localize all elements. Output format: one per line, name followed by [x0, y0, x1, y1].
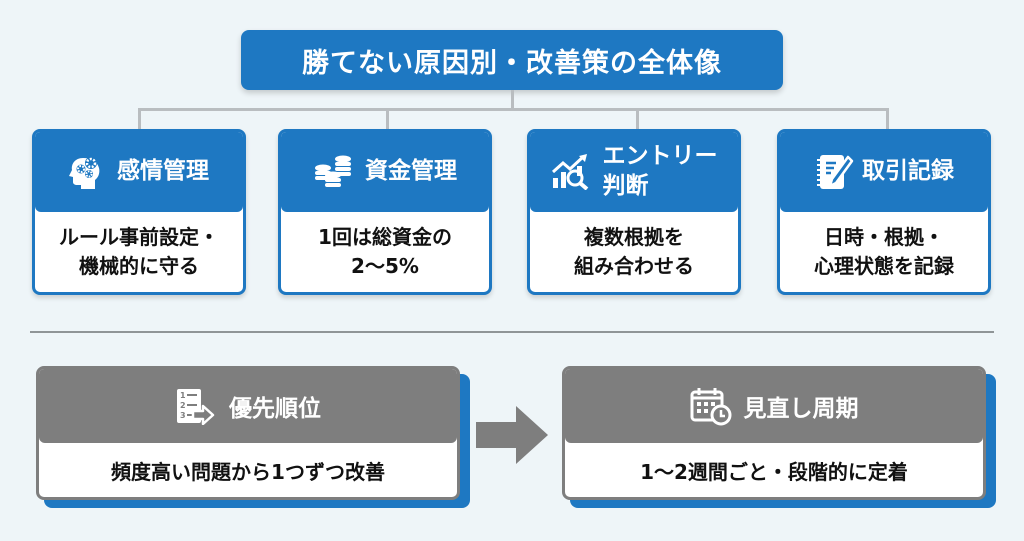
cause-label: エントリー 判断	[602, 143, 718, 199]
diagram-title-text: 勝てない原因別・改善策の全体像	[302, 47, 722, 79]
brain-gears-icon	[69, 154, 109, 190]
step-label: 見直し周期	[743, 396, 859, 422]
cause-card-entry: エントリー 判断 複数根拠を 組み合わせる	[527, 129, 741, 295]
cause-card-record: 取引記録 日時・根拠・ 心理状態を記録	[777, 129, 991, 295]
svg-text:3: 3	[180, 411, 186, 420]
cause-card-emotion: 感情管理 ルール事前設定・ 機械的に守る	[32, 129, 246, 295]
svg-text:1: 1	[180, 391, 186, 400]
cause-label: 資金管理	[365, 158, 457, 185]
connector-horizontal	[138, 108, 889, 111]
cause-card-header: エントリー 判断	[530, 132, 738, 212]
cause-label: 取引記録	[862, 158, 954, 185]
step-detail: 1〜2週間ごと・段階的に定着	[640, 459, 908, 484]
step-card-review: 見直し周期 1〜2週間ごと・段階的に定着	[562, 366, 986, 500]
diagram-title: 勝てない原因別・改善策の全体像	[241, 30, 783, 90]
step-label: 優先順位	[229, 396, 321, 422]
connector-branch-3	[636, 108, 639, 130]
chart-magnifier-icon	[551, 154, 595, 190]
coin-stacks-icon	[313, 154, 357, 190]
cause-detail: 1回は総資金の 2〜5%	[318, 225, 452, 278]
connector-branch-2	[386, 108, 389, 130]
cause-card-header: 資金管理	[281, 132, 489, 212]
section-divider	[30, 331, 994, 333]
cause-card-header: 感情管理	[35, 132, 243, 212]
connector-branch-1	[138, 108, 141, 130]
cause-card-money: 資金管理 1回は総資金の 2〜5%	[278, 129, 492, 295]
step-card-header: 見直し周期	[565, 369, 983, 443]
calendar-clock-icon	[690, 386, 734, 426]
svg-text:2: 2	[180, 401, 186, 410]
cause-detail: ルール事前設定・ 機械的に守る	[59, 225, 219, 278]
connector-trunk	[511, 90, 514, 110]
cause-detail: 複数根拠を 組み合わせる	[574, 225, 694, 278]
cause-label: 感情管理	[117, 158, 209, 185]
cause-detail: 日時・根拠・ 心理状態を記録	[814, 225, 954, 278]
flow-arrow-icon	[476, 406, 548, 464]
connector-branch-4	[886, 108, 889, 130]
cause-card-header: 取引記録	[780, 132, 988, 212]
notebook-pen-icon	[814, 153, 854, 191]
step-detail: 頻度高い問題から1つずつ改善	[111, 459, 385, 484]
